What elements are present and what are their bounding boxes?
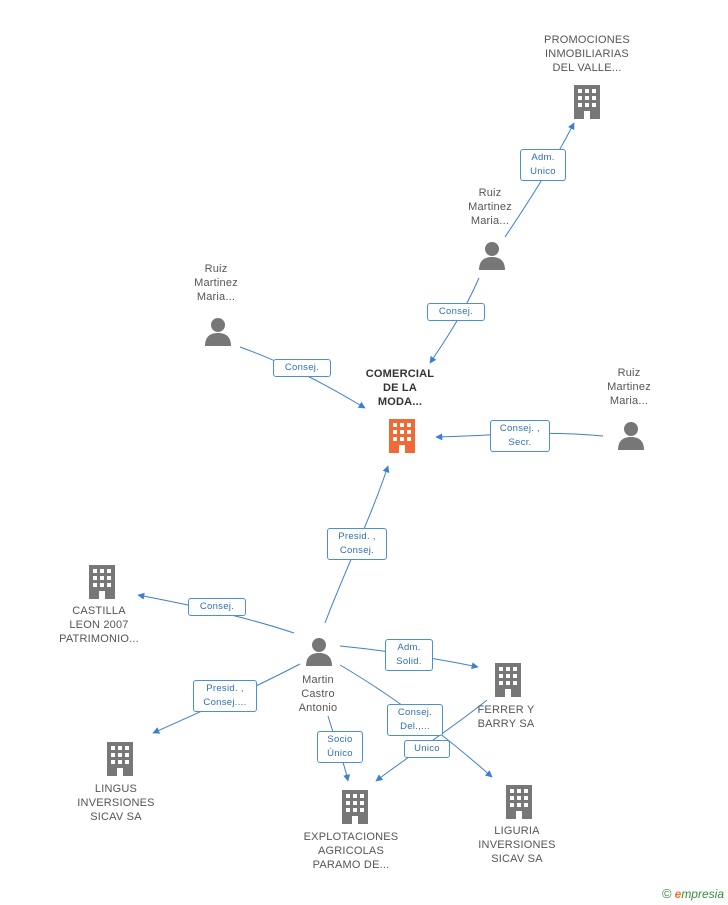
company-explotaciones-name[interactable]: EXPLOTACIONES AGRICOLAS PARAMO DE... [303,831,399,871]
person-icon[interactable] [477,240,507,275]
relation-unico[interactable]: Unico [404,740,450,758]
relation-socio-unico[interactable]: Socio Único [317,731,363,763]
person-ruiz-top-name[interactable]: Ruiz Martinez Maria... [468,187,512,227]
person-ruiz-right-name[interactable]: Ruiz Martinez Maria... [607,367,651,407]
building-icon[interactable] [386,417,418,458]
center-company-name[interactable]: COMERCIAL DE LA MODA... [365,368,435,408]
brand-name: mpresia [681,887,724,901]
relation-adm-solid[interactable]: Adm. Solid. [385,639,433,671]
company-liguria-name[interactable]: LIGURIA INVERSIONES SICAV SA [478,825,556,865]
building-icon[interactable] [492,661,524,702]
building-icon[interactable] [503,783,535,824]
building-icon[interactable] [104,740,136,781]
person-icon[interactable] [304,636,334,671]
person-icon[interactable] [616,420,646,455]
company-promociones-name[interactable]: PROMOCIONES INMOBILIARIAS DEL VALLE... [544,34,630,74]
company-castilla-name[interactable]: CASTILLA LEON 2007 PATRIMONIO... [59,605,139,645]
edge-ruiz-top-to-center [429,277,480,364]
person-icon[interactable] [203,316,233,351]
edge-ruiz-left-to-center [239,346,366,409]
relation-presid-consej-lingus[interactable]: Presid. , Consej.... [193,680,257,712]
relation-consej-secr[interactable]: Consej. , Secr. [490,420,550,452]
relation-presid-consej[interactable]: Presid. , Consej. [327,528,387,560]
relation-consej-del[interactable]: Consej. Del.,... [387,704,443,736]
company-ferrer-name[interactable]: FERRER Y BARRY SA [477,704,535,730]
building-icon[interactable] [339,788,371,829]
relation-adm-unico[interactable]: Adm. Unico [520,149,566,181]
copyright-symbol: © [662,886,672,901]
relation-consej-left[interactable]: Consej. [273,359,331,377]
relation-consej-top[interactable]: Consej. [427,303,485,321]
person-martin-name[interactable]: Martin Castro Antonio [298,674,338,714]
empresia-logo: ©empresia [662,886,724,901]
relation-consej-castilla[interactable]: Consej. [188,598,246,616]
building-icon[interactable] [571,83,603,124]
person-ruiz-left-name[interactable]: Ruiz Martinez Maria... [194,263,238,303]
company-lingus-name[interactable]: LINGUS INVERSIONES SICAV SA [77,783,155,823]
brand-initial: e [674,887,682,901]
building-icon[interactable] [86,563,118,604]
